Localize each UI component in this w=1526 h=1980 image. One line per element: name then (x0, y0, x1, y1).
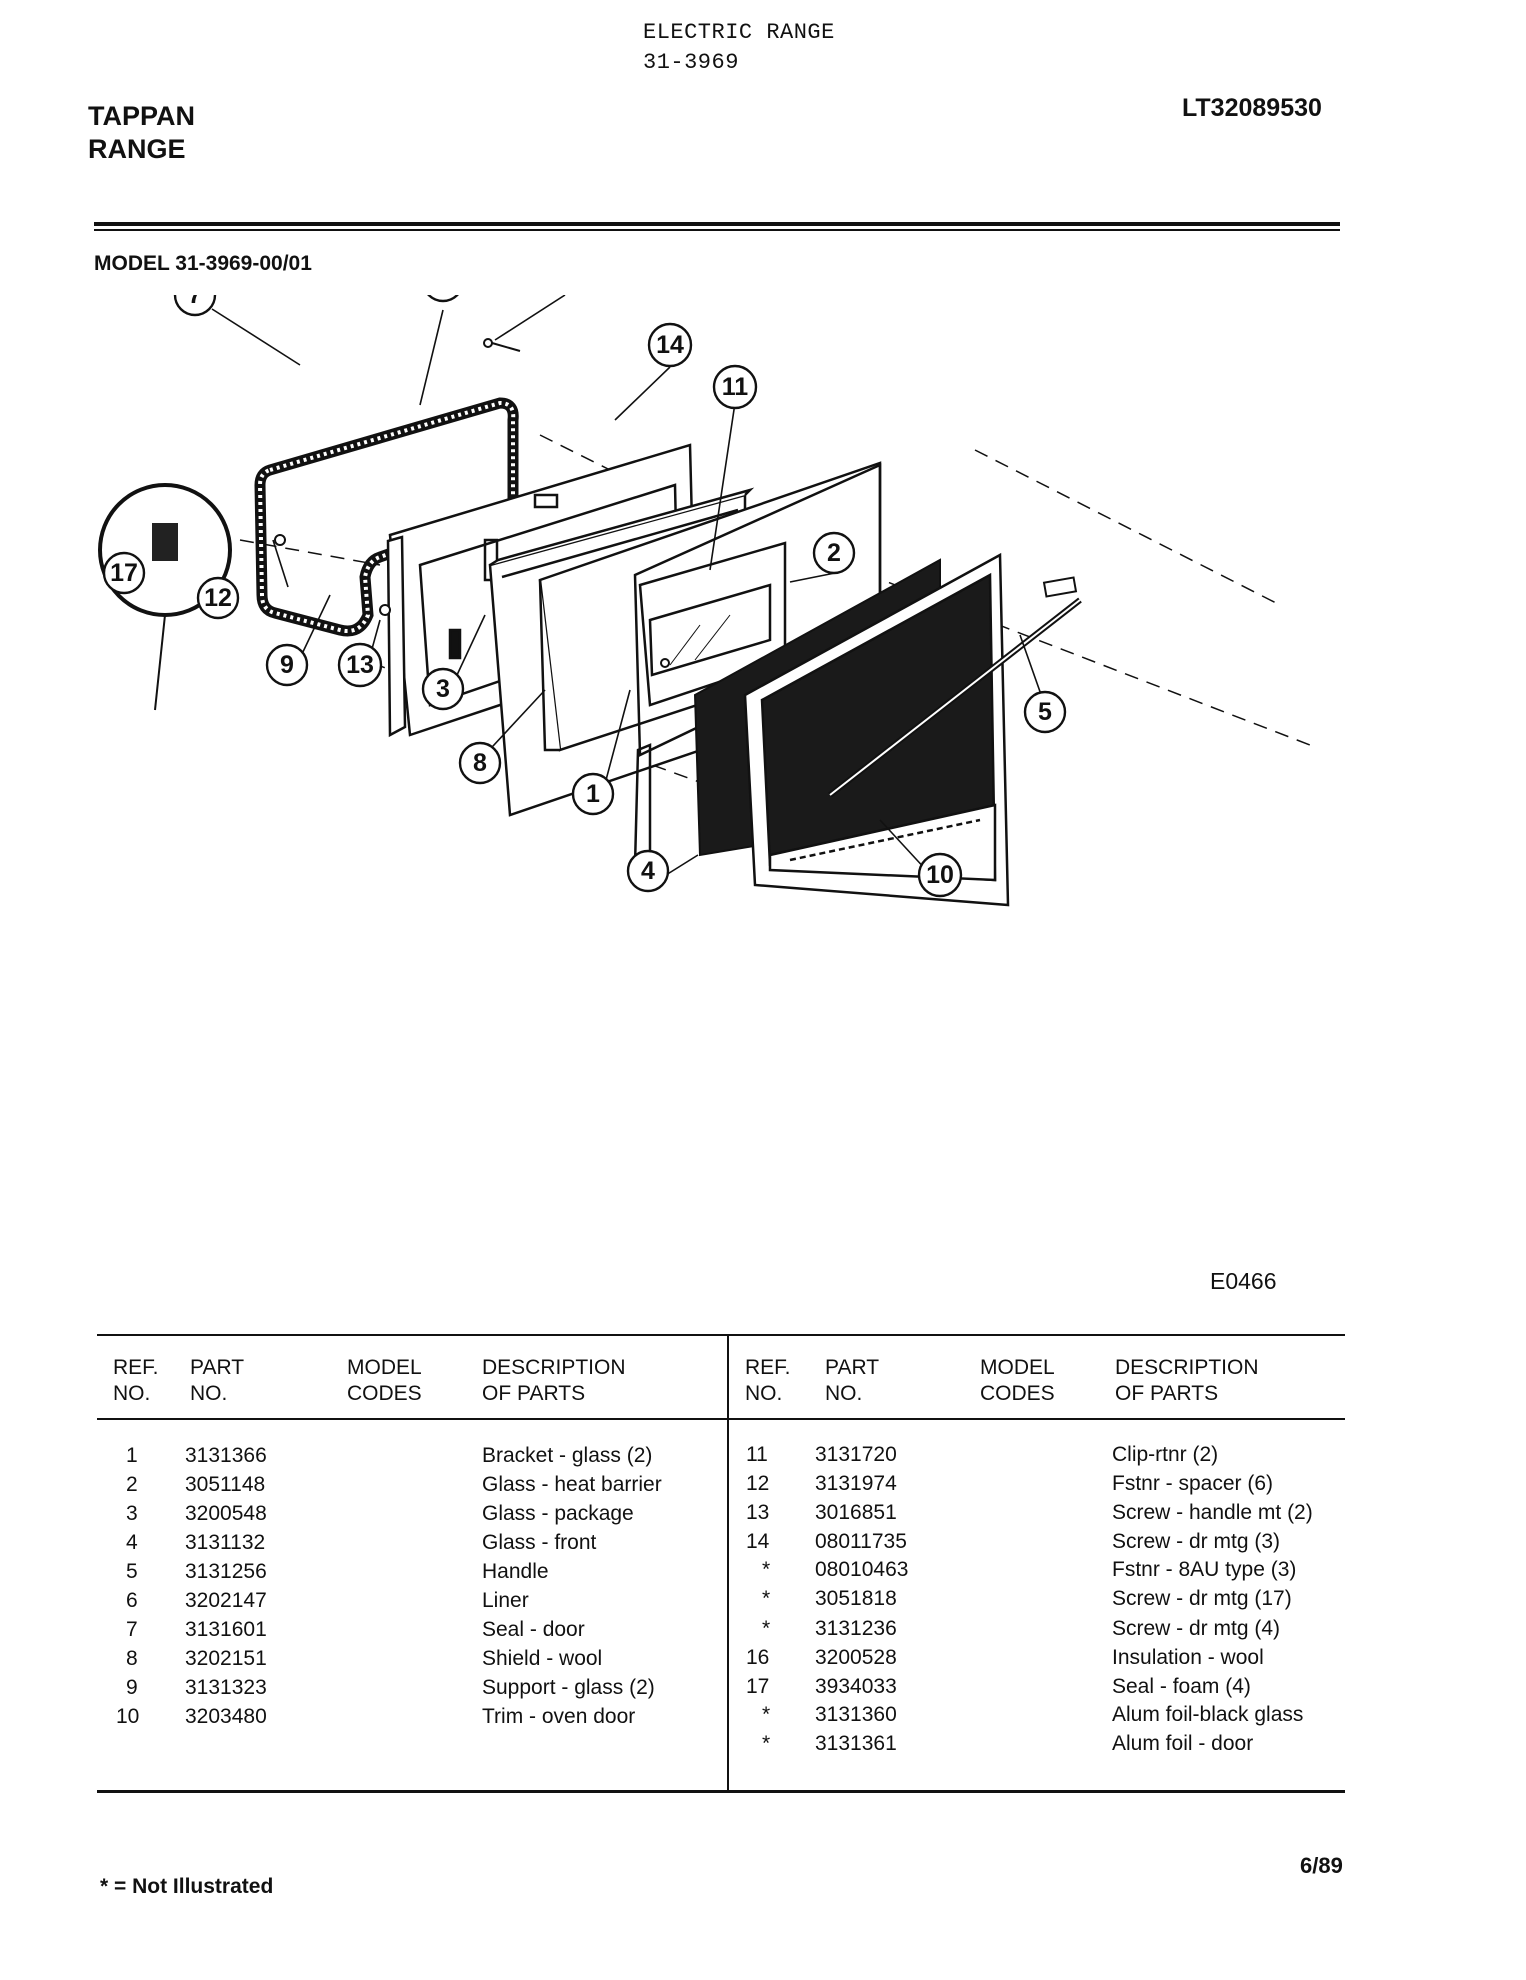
svg-text:17: 17 (110, 559, 138, 587)
svg-text:4: 4 (641, 857, 655, 885)
not-illustrated-footnote: * = Not Illustrated (100, 1875, 274, 1898)
callout-8: 8 (458, 741, 502, 785)
callout-11: 11 (712, 364, 758, 410)
svg-text:10: 10 (926, 861, 954, 889)
col-head-ref-no-left: REF.NO. (113, 1356, 159, 1405)
callout-5: 5 (1023, 690, 1067, 734)
svg-text:5: 5 (1038, 698, 1052, 726)
svg-text:1: 1 (586, 780, 600, 808)
door-seal-part (254, 397, 519, 637)
svg-text:12: 12 (204, 584, 232, 612)
callout-16: 14 (647, 322, 693, 368)
callout-14: 13 (337, 642, 383, 688)
callout-6: 6 (427, 295, 459, 303)
brand-name: TAPPAN (88, 101, 195, 131)
figure-code: E0466 (1210, 1268, 1277, 1294)
svg-text:2: 2 (827, 539, 841, 567)
callout-12: 12 (196, 576, 240, 620)
svg-text:11: 11 (722, 373, 749, 401)
table-top-rule (97, 1334, 1345, 1336)
svg-text:13: 13 (346, 651, 374, 679)
svg-text:3: 3 (436, 675, 450, 703)
callout-1: 1 (571, 772, 615, 816)
header-rule-thick (94, 222, 1340, 226)
callout-9: 9 (265, 643, 309, 687)
svg-text:8: 8 (473, 749, 487, 777)
publication-number: LT32089530 (1182, 94, 1322, 122)
svg-text:9: 9 (280, 651, 294, 679)
table-bottom-rule (97, 1790, 1345, 1793)
brand-subtitle: RANGE (88, 134, 186, 164)
product-title: ELECTRIC RANGE (643, 20, 835, 45)
handle-part (828, 576, 1082, 798)
revision-date: 6/89 (1300, 1853, 1343, 1878)
callout-2: 2 (812, 531, 856, 575)
table-center-divider (727, 1334, 729, 1790)
callout-3: 3 (421, 667, 465, 711)
callout-7: 7 (173, 295, 217, 317)
header-rule-thin (94, 229, 1340, 231)
col-head-ref-no-right: REF.NO. (745, 1356, 791, 1405)
exploded-parts-diagram: 7 6 13 14 11 2 17 12 9 13 3 5 8 1 4 10 (98, 295, 1311, 907)
callout-4: 4 (626, 849, 670, 893)
seal-foam-detail (98, 483, 232, 711)
fasteners (274, 338, 670, 668)
table-header-rule (97, 1418, 1345, 1420)
callout-17: 17 (102, 551, 146, 595)
trim-oven-door-part (743, 552, 1010, 907)
model-number: MODEL 31-3969-00/01 (94, 252, 312, 275)
svg-text:7: 7 (188, 295, 202, 309)
callout-10: 10 (917, 852, 963, 898)
svg-text:14: 14 (656, 331, 684, 359)
product-number: 31-3969 (643, 50, 739, 75)
